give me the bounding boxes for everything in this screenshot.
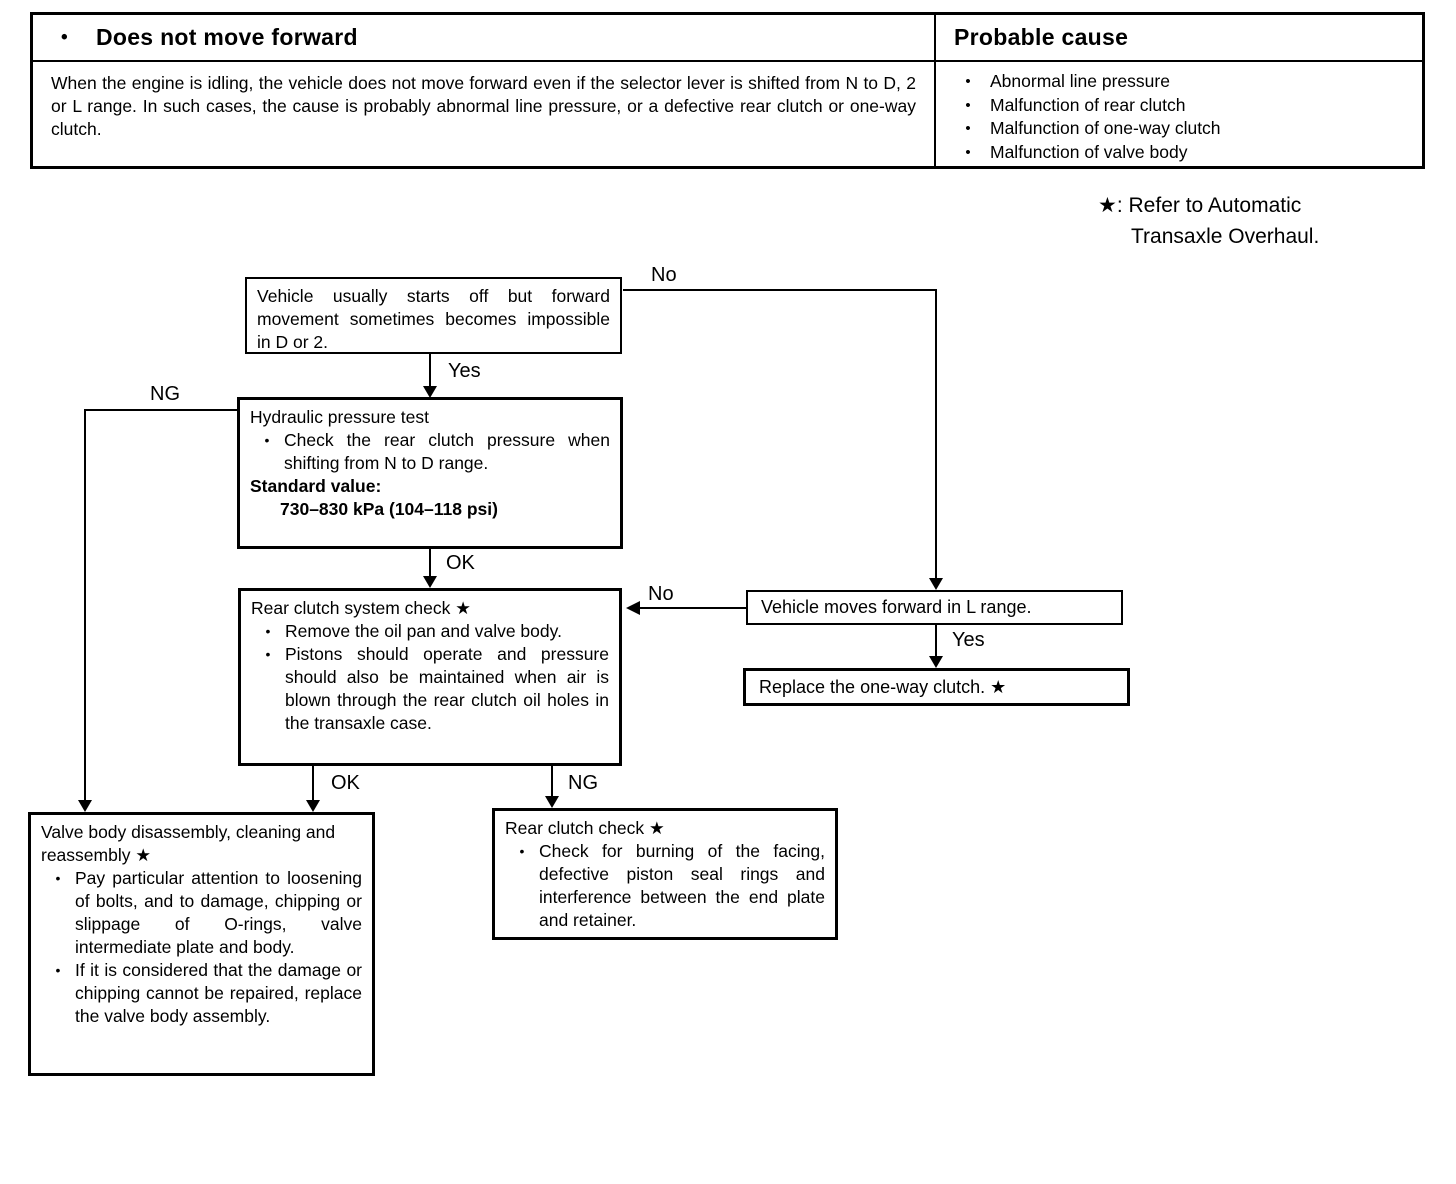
edge-label-no: No (646, 583, 676, 606)
flow-bullet-text: Pay particular attention to loosening of… (75, 868, 362, 957)
bullet-icon: • (55, 870, 61, 886)
edge-start-no (623, 289, 937, 579)
edge-label-ok: OK (444, 552, 477, 575)
arrowhead-down (306, 800, 320, 812)
bullet-icon: • (965, 96, 971, 114)
flow-box-rear-clutch-check: Rear clutch check ★ • Check for burning … (492, 808, 838, 940)
flow-box-start-text: Vehicle usually starts off but forward m… (257, 286, 610, 352)
flow-box-title: Rear clutch system check ★ (251, 598, 471, 618)
flow-box-moves-forward-l-range: Vehicle moves forward in L range. (746, 590, 1123, 625)
edge-label-no: No (649, 264, 679, 287)
flow-bullet-text: Check for burning of the facing, defecti… (539, 841, 825, 930)
symptom-cause-table: • Does not move forward Probable cause W… (30, 12, 1425, 169)
standard-value-label: Standard value: (250, 476, 382, 496)
arrowhead-down (929, 656, 943, 668)
bullet-icon: • (265, 646, 271, 662)
cause-item: • Malfunction of one-way clutch (946, 117, 1412, 141)
flow-bullet-item: • Pay particular attention to loosening … (41, 867, 362, 959)
footnote-line1: ★: Refer to Automatic (1098, 190, 1319, 221)
edge-hydraulic-ng (84, 409, 238, 801)
cause-text: Abnormal line pressure (990, 71, 1170, 91)
cause-item: • Malfunction of rear clutch (946, 94, 1412, 118)
bullet-icon: • (519, 843, 525, 859)
bullet-icon: • (264, 432, 270, 448)
star-icon: ★: (1098, 194, 1123, 217)
arrowhead-down (423, 576, 437, 588)
edge-label-yes: Yes (950, 629, 987, 652)
flow-bullet-item: • Remove the oil pan and valve body. (251, 620, 609, 643)
bullet-icon: • (61, 26, 68, 48)
standard-value: 730–830 kPa (104–118 psi) (280, 499, 498, 519)
symptom-header-cell: • Does not move forward (33, 15, 936, 62)
footnote-text1: Refer to Automatic (1128, 194, 1302, 217)
arrowhead-down (545, 796, 559, 808)
cause-item: • Abnormal line pressure (946, 70, 1412, 94)
flow-box-title: Rear clutch check ★ (505, 818, 665, 838)
flow-bullet-text: Pistons should operate and pressure shou… (285, 644, 609, 733)
flow-bullet-item: • If it is considered that the damage or… (41, 959, 362, 1028)
flow-bullet-item: • Check for burning of the facing, defec… (505, 840, 825, 932)
cause-text: Malfunction of one-way clutch (990, 118, 1221, 138)
flow-box-title: Valve body disassembly, cleaning and rea… (41, 822, 336, 865)
cause-text: Malfunction of rear clutch (990, 94, 1186, 115)
flow-box-hydraulic-pressure-test: Hydraulic pressure test • Check the rear… (237, 397, 623, 549)
flow-box-start: Vehicle usually starts off but forward m… (245, 277, 622, 354)
flow-box-text: Replace the one-way clutch. ★ (759, 676, 1007, 697)
arrowhead-down (929, 578, 943, 590)
star-footnote: ★: Refer to Automatic Transaxle Overhaul… (1098, 190, 1319, 252)
flow-bullet-text: Check the rear clutch pressure when shif… (284, 430, 610, 473)
bullet-icon: • (965, 120, 971, 137)
edge-label-ng: NG (148, 383, 182, 406)
edge-label-yes: Yes (446, 360, 483, 383)
flow-bullet-item: • Check the rear clutch pressure when sh… (250, 429, 610, 475)
bullet-icon: • (55, 962, 61, 978)
bullet-icon: • (965, 143, 971, 161)
symptom-title: Does not move forward (95, 24, 358, 50)
probable-cause-title: Probable cause (954, 24, 1129, 50)
arrowhead-down (78, 800, 92, 812)
flow-box-rear-clutch-system-check: Rear clutch system check ★ • Remove the … (238, 588, 622, 766)
arrowhead-left (626, 601, 640, 615)
flow-box-valve-body-disassembly: Valve body disassembly, cleaning and rea… (28, 812, 375, 1076)
flow-bullet-text: Remove the oil pan and valve body. (285, 621, 562, 641)
edge-label-ng: NG (566, 772, 600, 795)
flow-bullet-text: If it is considered that the damage or c… (75, 960, 362, 1026)
flow-box-replace-one-way-clutch: Replace the one-way clutch. ★ (743, 668, 1130, 706)
symptom-description: When the engine is idling, the vehicle d… (33, 62, 936, 166)
bullet-icon: • (265, 623, 271, 639)
footnote-line2: Transaxle Overhaul. (1131, 225, 1320, 248)
probable-cause-header-cell: Probable cause (936, 15, 1422, 62)
bullet-icon: • (965, 73, 971, 90)
flow-box-text: Vehicle moves forward in L range. (761, 597, 1032, 617)
cause-text: Malfunction of valve body (990, 141, 1188, 162)
edge-label-ok: OK (329, 772, 362, 795)
probable-cause-list: • Abnormal line pressure • Malfunction o… (936, 62, 1422, 166)
cause-item: • Malfunction of valve body (946, 141, 1412, 165)
flow-box-title: Hydraulic pressure test (250, 407, 429, 427)
flow-bullet-item: • Pistons should operate and pressure sh… (251, 643, 609, 735)
